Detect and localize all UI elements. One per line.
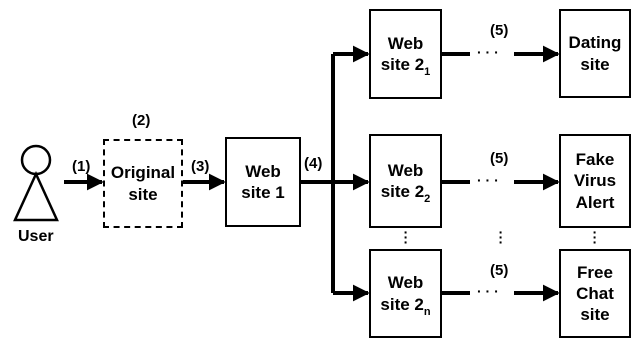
free-chat-line1: Free (577, 262, 613, 282)
website-2-n-line2: site 2 (380, 294, 424, 314)
website-2-1-subscript: 1 (424, 66, 431, 78)
website-2-1-line1: Web (387, 33, 424, 53)
dating-site-line1: Dating (568, 33, 622, 53)
dating-site-box: Dating site (559, 9, 631, 98)
dots-mid: · · · (477, 172, 499, 188)
free-chat-line2: Chat (576, 283, 614, 303)
step-2-label: (2) (132, 112, 151, 129)
fake-virus-alert-box: Fake Virus Alert (559, 134, 631, 228)
free-chat-site-box: Free Chat site (559, 249, 631, 338)
dating-site-line2: site (580, 54, 610, 74)
website-2-n-subscript: n (423, 305, 431, 318)
website-2-2-line1: Web (387, 160, 424, 180)
step-5-label-mid: (5) (490, 150, 509, 167)
fake-virus-line2: Virus (573, 171, 617, 191)
step-1-label: (1) (72, 158, 91, 175)
user-figure-icon (13, 144, 59, 222)
free-chat-line3: site (580, 305, 610, 325)
website-1-line1: Web (245, 161, 281, 181)
step-5-label-bot: (5) (490, 262, 509, 279)
vdots-targets: · · · (592, 224, 598, 250)
website-2-2-line2: site 2 (380, 182, 425, 201)
original-site-line2: site (128, 184, 158, 204)
original-site-box: Original site (103, 139, 183, 228)
website-2-2-box: Web site 22 (369, 134, 442, 228)
website-2-n-box: Web site 2n (369, 249, 442, 338)
fake-virus-line1: Fake (575, 150, 615, 170)
vdots-websites: · · · (403, 224, 409, 250)
website-2-n-line1: Web (387, 273, 424, 293)
original-site-line1: Original (110, 163, 176, 183)
dots-top: · · · (477, 44, 499, 60)
website-1-box: Web site 1 (225, 137, 301, 227)
website-2-1-line2: site 2 (380, 55, 425, 74)
step-4-label: (4) (304, 155, 323, 172)
website-2-1-box: Web site 21 (369, 9, 442, 99)
user-label: User (18, 228, 54, 245)
website-1-line2: site 1 (241, 183, 285, 202)
fake-virus-line3: Alert (575, 192, 615, 212)
vdots-middle: · · · (498, 224, 504, 250)
website-2-2-subscript: 2 (424, 193, 431, 205)
dots-bot: · · · (477, 283, 499, 299)
step-3-label: (3) (191, 158, 210, 175)
step-5-label-top: (5) (490, 22, 509, 39)
